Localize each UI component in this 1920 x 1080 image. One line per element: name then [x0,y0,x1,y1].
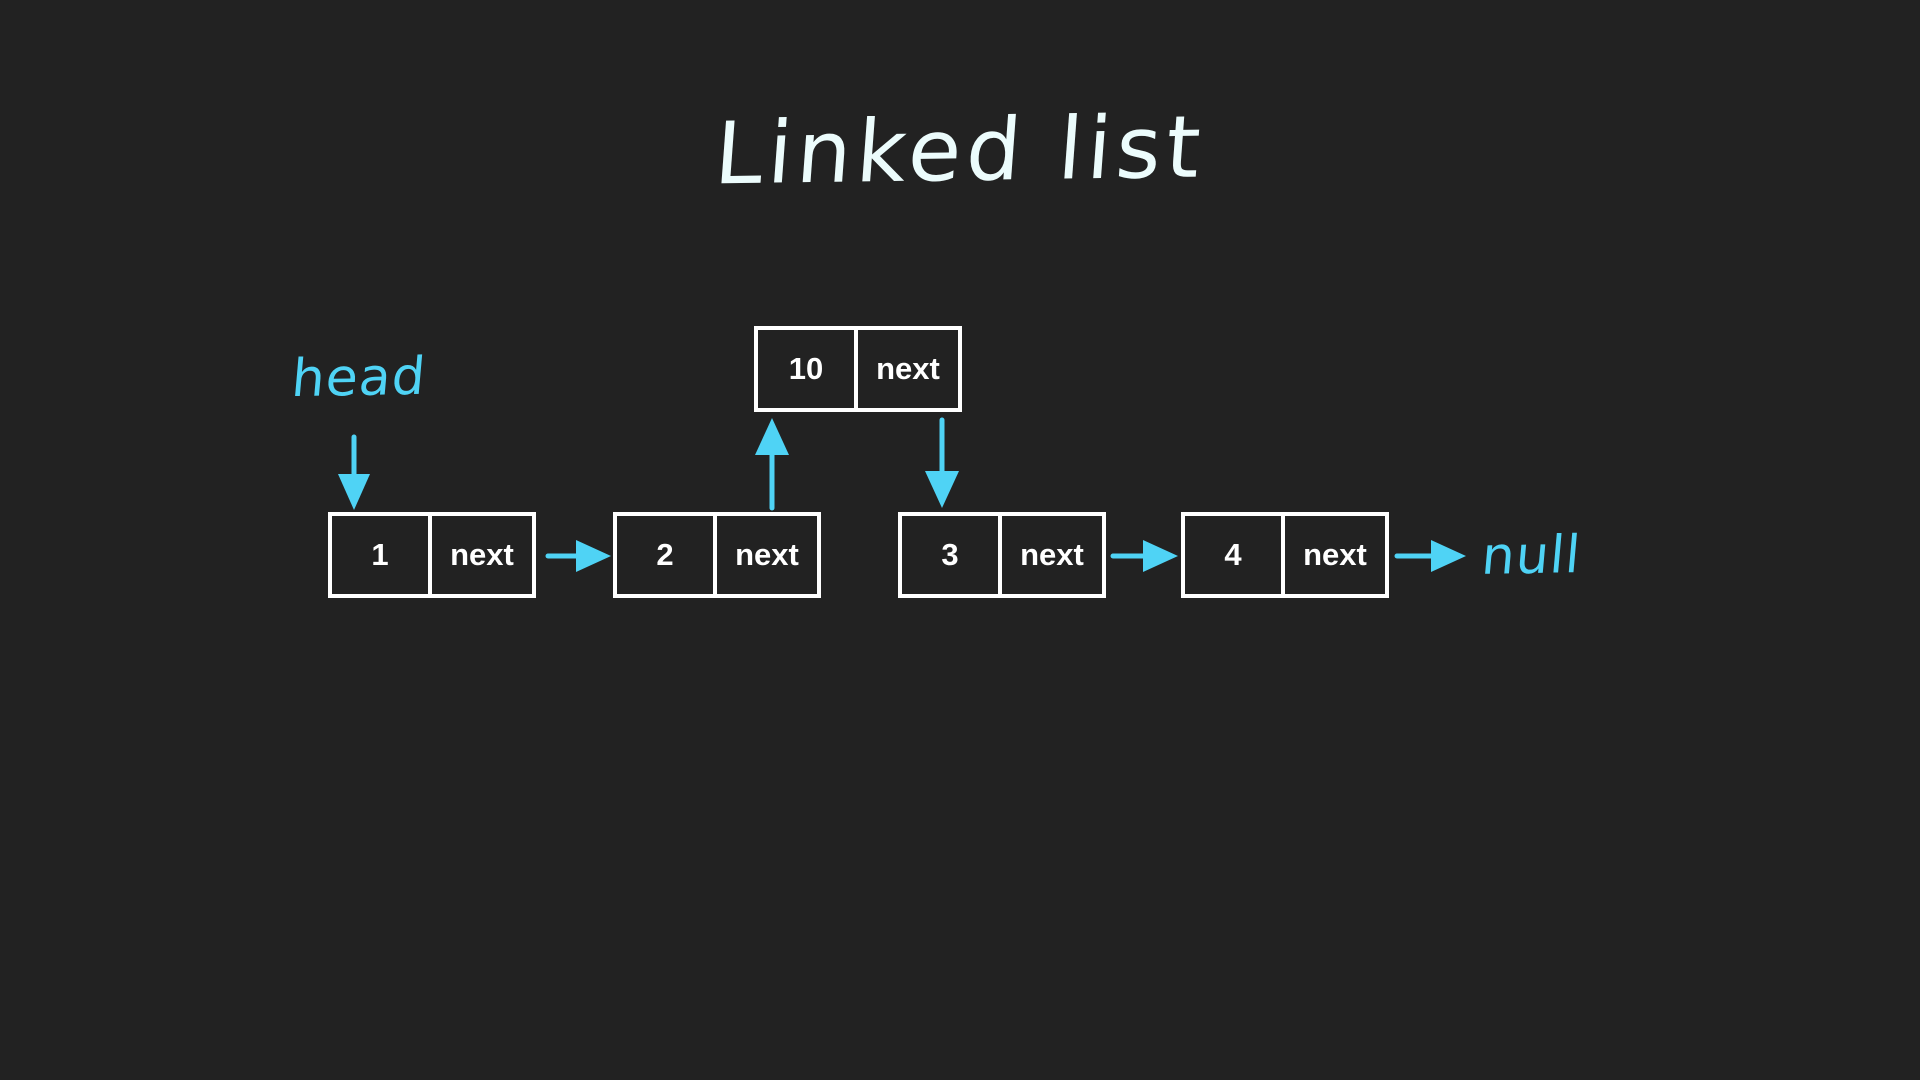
list-node-2[interactable]: 2 next [613,512,821,598]
node-value: 10 [758,330,858,408]
node-value: 1 [332,516,432,594]
arrow-node-2-to-node-10 [755,418,789,511]
node-next-pointer: next [858,330,958,408]
node-next-pointer: next [1285,516,1385,594]
list-node-1[interactable]: 1 next [328,512,536,598]
node-next-pointer: next [717,516,817,594]
list-node-10[interactable]: 10 next [754,326,962,412]
node-value: 4 [1185,516,1285,594]
list-node-3[interactable]: 3 next [898,512,1106,598]
arrow-node-3-to-node-4 [1110,540,1178,572]
list-node-4[interactable]: 4 next [1181,512,1389,598]
node-next-pointer: next [432,516,532,594]
node-next-pointer: next [1002,516,1102,594]
head-label: head [289,346,429,410]
arrow-node-1-to-node-2 [545,540,611,572]
page-title: Linked list [711,97,1209,205]
arrow-head-to-node-1 [338,434,370,510]
null-label: null [1479,525,1584,587]
arrow-node-4-to-null [1394,540,1466,572]
arrow-node-10-to-node-3 [925,417,959,508]
node-value: 3 [902,516,1002,594]
node-value: 2 [617,516,717,594]
